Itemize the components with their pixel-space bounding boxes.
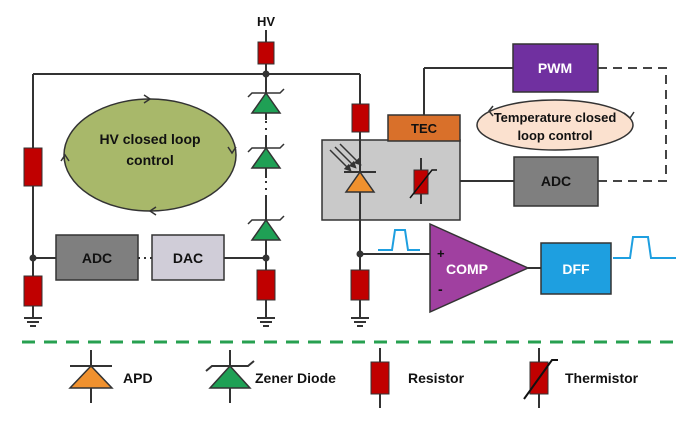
zener-diodes xyxy=(247,88,285,241)
tec-block xyxy=(387,114,461,142)
zener-diode-3 xyxy=(247,215,285,241)
resistors xyxy=(23,41,370,307)
comp-label: COMP xyxy=(446,261,488,277)
ground-symbols xyxy=(24,317,369,327)
legend-thermistor-icon xyxy=(523,348,558,408)
adc-left-block xyxy=(55,234,139,281)
legend-zener-diode-label: Zener Diode xyxy=(255,370,336,386)
adc-right-label: ADC xyxy=(541,173,571,189)
tec-label: TEC xyxy=(411,121,438,136)
temp-loop-ellipse xyxy=(476,99,634,151)
legend-resistor-label: Resistor xyxy=(408,370,465,386)
temp-loop-label-line1: Temperature closed xyxy=(494,110,617,125)
apd-diode xyxy=(344,170,376,193)
temp-loop-arrows xyxy=(488,105,635,120)
legend-thermistor-label: Thermistor xyxy=(565,370,639,386)
light-rays-icon xyxy=(329,143,362,172)
legend-resistor-icon xyxy=(370,348,390,408)
junction-dots xyxy=(29,70,364,262)
comp-minus-sign: - xyxy=(438,281,443,297)
hv-loop-arrows xyxy=(60,94,237,216)
legend-apd-label: APD xyxy=(123,370,153,386)
wires xyxy=(32,30,541,318)
legend-zener-diode-icon xyxy=(205,350,255,403)
resistor-middle-bottom xyxy=(256,269,276,301)
pwm-label: PWM xyxy=(538,60,572,76)
dac-label: DAC xyxy=(173,250,203,266)
comp-plus-sign: + xyxy=(437,246,445,261)
resistor-left-top xyxy=(23,147,43,187)
temp-loop-label-line2: loop control xyxy=(517,128,592,143)
dff-label: DFF xyxy=(562,261,590,277)
resistor-hv xyxy=(257,41,275,65)
apd-module-box xyxy=(321,139,461,221)
zener-diode-2 xyxy=(247,143,285,169)
adc-right-block xyxy=(513,156,599,207)
legend: APD Zener Diode Resistor Thermistor xyxy=(68,348,639,408)
hv-loop-label-line2: control xyxy=(126,152,173,168)
dff-block xyxy=(540,242,612,295)
hv-label: HV xyxy=(257,14,275,29)
resistor-left-bottom xyxy=(23,275,43,307)
adc-left-label: ADC xyxy=(82,250,112,266)
pwm-adc-dashed-feedback xyxy=(598,67,667,182)
input-pulse-icon xyxy=(378,229,420,251)
hv-loop-label-line1: HV closed loop xyxy=(99,131,200,147)
thermistor-in-module xyxy=(409,158,437,204)
dac-block xyxy=(151,234,225,281)
comp-block xyxy=(429,222,530,314)
zener-diode-1 xyxy=(247,88,285,114)
resistor-apd-top xyxy=(351,103,370,133)
resistor-apd-bottom xyxy=(350,269,370,301)
legend-apd-icon xyxy=(68,350,114,403)
pwm-block xyxy=(512,43,599,93)
output-pulse-icon xyxy=(613,236,676,259)
